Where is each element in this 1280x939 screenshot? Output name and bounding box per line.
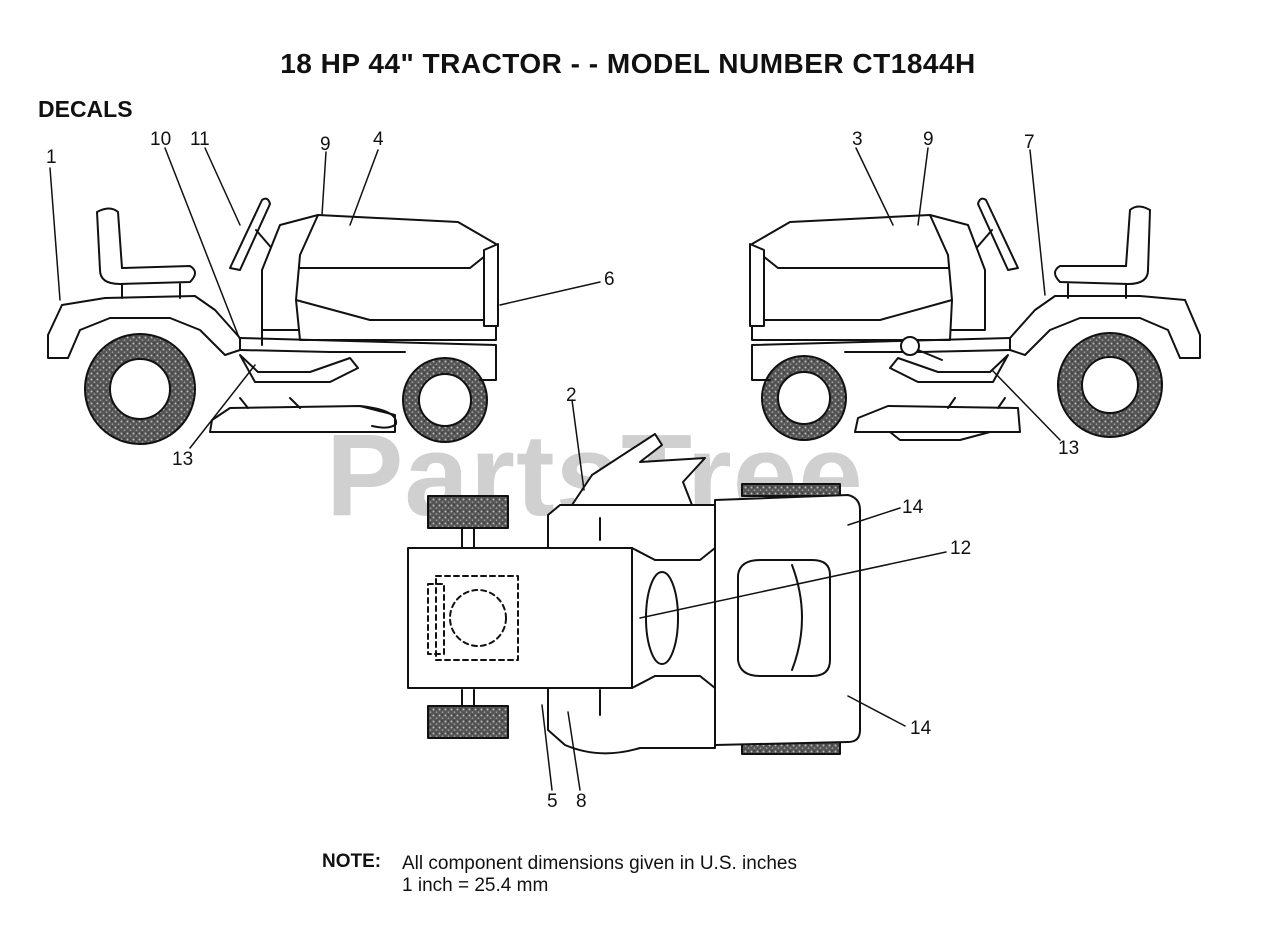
callout-14-lower: 14 — [910, 718, 932, 739]
callout-10: 10 — [150, 129, 172, 150]
top-rear-tire-upper — [741, 483, 841, 497]
callout-2: 2 — [566, 385, 577, 406]
note-line-2: 1 inch = 25.4 mm — [402, 875, 549, 896]
callout-13-left: 13 — [172, 449, 194, 470]
top-view — [407, 433, 861, 755]
callout-13-right: 13 — [1058, 438, 1080, 459]
note-label: NOTE: — [322, 851, 382, 872]
section-heading: DECALS — [38, 96, 133, 122]
callout-9-right: 9 — [923, 129, 934, 150]
right-side-view — [749, 197, 1201, 441]
callout-12: 12 — [950, 538, 972, 559]
callout-6: 6 — [604, 269, 615, 290]
callout-9-left: 9 — [320, 134, 331, 155]
callout-5: 5 — [547, 791, 558, 812]
left-side-view — [47, 197, 499, 445]
callout-7: 7 — [1024, 132, 1035, 153]
callout-1: 1 — [46, 147, 57, 168]
diagram-title: 18 HP 44" TRACTOR - - MODEL NUMBER CT184… — [280, 48, 976, 79]
callout-4: 4 — [373, 129, 384, 150]
callout-3: 3 — [852, 129, 863, 150]
callout-11: 11 — [190, 129, 210, 150]
leader-lines — [49, 147, 1061, 791]
callout-8: 8 — [576, 791, 587, 812]
note-line-1: All component dimensions given in U.S. i… — [402, 853, 797, 874]
top-front-tire-upper — [427, 495, 509, 529]
top-front-tire-lower — [427, 705, 509, 739]
callout-14-upper: 14 — [902, 497, 924, 518]
